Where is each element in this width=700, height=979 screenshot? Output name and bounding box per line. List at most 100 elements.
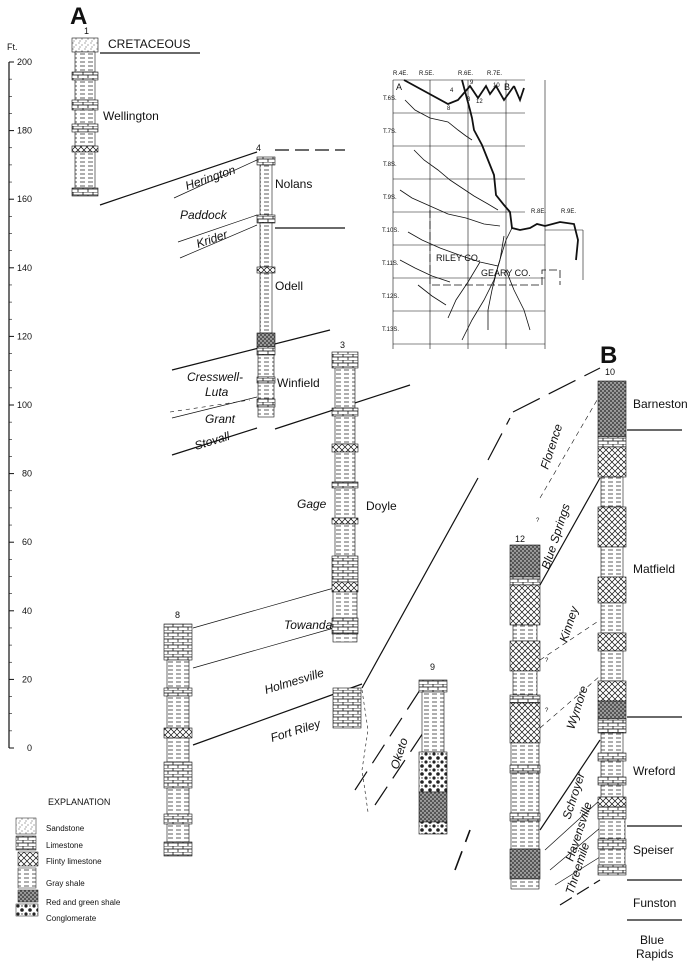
shale-bed xyxy=(510,772,540,814)
flint-bed xyxy=(331,581,359,593)
lime-bed xyxy=(509,764,541,774)
scale-tick-label: 140 xyxy=(17,263,32,273)
red-bed xyxy=(597,700,627,720)
map-point-4: 4 xyxy=(450,88,454,94)
section-label-b: B xyxy=(600,342,617,369)
legend-item: Red and green shale xyxy=(46,898,121,907)
lime-bed xyxy=(597,752,627,762)
lime-bed xyxy=(331,351,359,369)
lime-bed xyxy=(331,555,359,583)
member-oketo: Oketo xyxy=(388,736,411,771)
shale-bed xyxy=(74,151,96,189)
formation-wreford: Wreford xyxy=(633,764,675,778)
conglom-bed xyxy=(418,821,448,835)
map-river xyxy=(461,79,579,261)
lime-bed xyxy=(256,156,276,166)
member-gage: Gage xyxy=(297,497,327,511)
member-towanda: Towanda xyxy=(284,618,333,632)
lime-bed xyxy=(163,623,193,661)
lime-bed xyxy=(331,407,359,417)
section-number: 1 xyxy=(84,26,89,36)
stratigraphic-column xyxy=(597,380,627,876)
map-point-b: B xyxy=(504,82,510,92)
shale-bed xyxy=(74,79,96,101)
member-kinney: Kinney xyxy=(557,604,582,644)
flint-bed xyxy=(597,632,627,652)
shale-bed xyxy=(166,787,190,815)
scale-tick-label: 0 xyxy=(27,743,32,753)
flint-bed xyxy=(256,266,276,274)
flint-bed xyxy=(331,443,359,453)
shale-bed xyxy=(166,737,190,763)
stratigraphic-column xyxy=(332,687,362,729)
lime-bed xyxy=(71,123,99,133)
shale-bed xyxy=(421,691,445,753)
shale-bed xyxy=(510,742,540,766)
flint-bed xyxy=(509,640,541,672)
lime-bed xyxy=(163,841,193,857)
flint-bed xyxy=(71,145,99,153)
lime-bed xyxy=(597,436,627,448)
map-point-8: 8 xyxy=(447,106,451,112)
stratigraphic-column xyxy=(509,544,541,890)
lime-bed xyxy=(509,812,541,822)
member-paddock: Paddock xyxy=(180,208,228,222)
scale-tick-label: 100 xyxy=(17,400,32,410)
lime-bed xyxy=(597,776,627,786)
scale-unit: Ft. xyxy=(7,42,18,52)
lime-bed xyxy=(597,864,627,876)
lime-bed xyxy=(256,398,276,408)
member-stovall: Stovall xyxy=(193,429,232,453)
legend: EXPLANATION Sandstone Limestone Flinty l… xyxy=(15,797,121,923)
section-number: 9 xyxy=(430,662,435,672)
sand-bed xyxy=(71,37,99,53)
shale-bed xyxy=(332,633,358,643)
member-fort-riley: Fort Riley xyxy=(269,716,323,745)
uncertain-marks: ? ? ? xyxy=(536,518,549,714)
scale-tick-label: 180 xyxy=(17,126,32,136)
map-point-10: 10 xyxy=(493,83,500,89)
map-range: R.7E. xyxy=(487,71,502,77)
shale-bed xyxy=(600,476,624,508)
stratigraphic-column xyxy=(71,37,99,197)
legend-item: Conglomerate xyxy=(46,914,97,923)
member-wymore: Wymore xyxy=(564,684,591,731)
formation-winfield: Winfield xyxy=(277,376,320,390)
lime-bed xyxy=(332,687,362,729)
shale-bed xyxy=(512,670,538,696)
section-number: 12 xyxy=(515,534,525,544)
flint-bed xyxy=(509,702,541,744)
member-holmesville: Holmesville xyxy=(263,665,326,696)
map-township: T.7S. xyxy=(383,129,397,135)
map-township: T.13S. xyxy=(382,327,399,333)
flint-bed xyxy=(331,517,359,525)
flint-bed xyxy=(597,506,627,548)
formation-blue-rapids-2: Rapids xyxy=(636,947,673,961)
flint-bed xyxy=(597,680,627,702)
shale-bed xyxy=(600,602,624,634)
red-bed xyxy=(418,791,448,823)
shale-bed xyxy=(259,272,273,334)
shale-bed xyxy=(334,487,356,519)
legend-title: EXPLANATION xyxy=(48,797,110,807)
shale-bed xyxy=(600,546,624,578)
lime-bed xyxy=(509,694,541,704)
red-bed xyxy=(597,380,627,438)
scale-tick-label: 120 xyxy=(17,331,32,341)
legend-item: Flinty limestone xyxy=(46,857,102,866)
formation-odell: Odell xyxy=(275,279,303,293)
formation-speiser: Speiser xyxy=(633,843,674,857)
section-number: 4 xyxy=(256,143,261,153)
map-township: T.9S. xyxy=(383,195,397,201)
correlation-lines xyxy=(99,52,682,921)
formation-blue-rapids: Blue xyxy=(640,933,664,947)
stratigraphic-column xyxy=(418,679,448,835)
legend-item: Sandstone xyxy=(46,824,85,833)
shale-bed xyxy=(257,354,275,378)
shale-bed xyxy=(334,415,356,445)
lime-bed xyxy=(418,679,448,693)
map-range: R.4E. xyxy=(393,71,408,77)
shale-bed xyxy=(510,820,540,850)
formation-cretaceous: CRETACEOUS xyxy=(108,37,190,51)
